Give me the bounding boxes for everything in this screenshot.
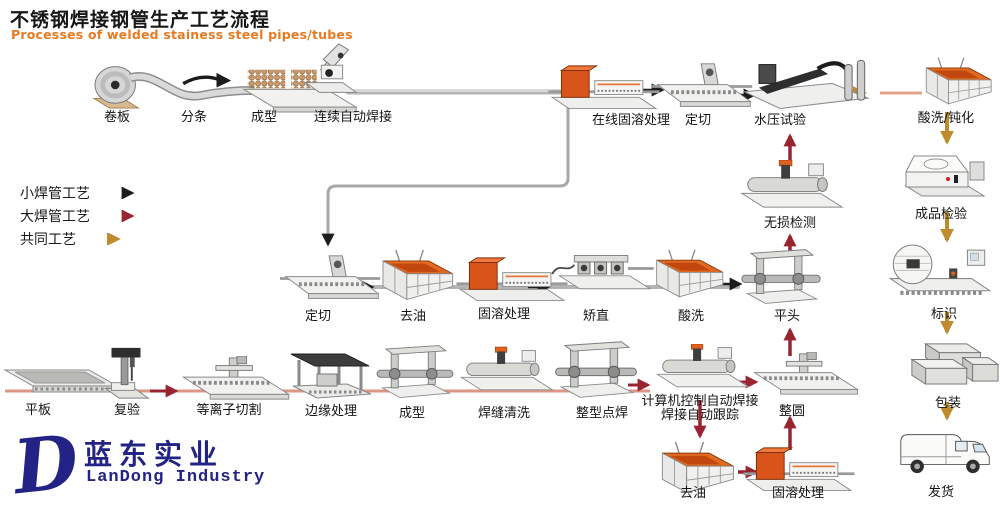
legend-large-pipe-label: 大焊管工艺 [20, 208, 90, 225]
black-arrow-icon [95, 186, 135, 199]
node-label-computer-welding: 计算机控制自动焊接 焊接自动跟踪 [641, 395, 758, 423]
node-label-straightening: 矫直 [582, 309, 610, 324]
node-label-marking: 标识 [930, 307, 958, 322]
node-label-solution-mid: 固溶处理 [477, 307, 531, 322]
edge-mill-icon [282, 350, 376, 402]
flat-head-press-icon [736, 246, 826, 308]
computer-welding-icon [650, 344, 754, 394]
page-subtitle: Processes of welded stainess steel pipes… [11, 27, 353, 42]
node-label-online-solution: 在线固溶处理 [591, 113, 671, 128]
node-label-reinspection: 复验 [113, 403, 141, 418]
node-label-plasma-cutting: 等离子切割 [196, 403, 262, 418]
node-label-flat-plate: 平板 [24, 403, 52, 418]
node-label-degreasing-bottom: 去油 [679, 486, 707, 501]
node-label-solution-bottom: 固溶处理 [771, 486, 825, 501]
node-label-flat-head: 平头 [773, 309, 801, 324]
welder-icon [300, 40, 362, 104]
pickling-mid-tank-icon [646, 248, 730, 302]
legend-small-pipe-label: 小焊管工艺 [20, 185, 90, 202]
legend-common: 共同工艺 [20, 227, 144, 250]
node-label-continuous-welding: 连续自动焊接 [313, 110, 393, 125]
gold-arrow-icon [86, 232, 121, 245]
node-label-edge-treatment: 边缘处理 [304, 404, 358, 419]
marking-machine-icon [886, 242, 992, 307]
node-label-forming-bottom: 成型 [398, 406, 426, 421]
node-label-slitting: 分条 [180, 110, 208, 125]
node-label-finished-inspection: 成品检验 [914, 207, 968, 222]
inspection-machine-icon [898, 148, 990, 208]
node-label-spot-welding: 整型点焊 [575, 406, 629, 421]
logo-monogram: D [10, 424, 82, 508]
online-solution-furnace-icon [548, 64, 660, 114]
node-label-packaging: 包装 [934, 396, 962, 411]
node-label-cutting-mid: 定切 [304, 309, 332, 324]
red-arrow-icon [95, 209, 135, 222]
edge-online-solution-to-cutting-mid [321, 106, 570, 247]
truck-icon [896, 420, 996, 480]
logo-monogram-icon: D [10, 424, 82, 508]
node-label-cutting-top: 定切 [684, 113, 712, 128]
degreasing-mid-tank-icon [372, 248, 460, 305]
forming-press-icon [374, 342, 456, 402]
node-label-coil: 卷板 [103, 110, 131, 125]
node-label-ndt: 无损检测 [763, 216, 817, 231]
pickling-passivation-tank-icon [916, 56, 998, 109]
node-label-shipping: 发货 [927, 485, 955, 500]
node-label-computer-welding-line1: 计算机控制自动焊接 [641, 394, 759, 409]
legend-large-pipe: 大焊管工艺 [20, 204, 144, 227]
boxes-icon [906, 330, 1000, 393]
page-title: 不锈钢焊接钢管生产工艺流程 [10, 9, 271, 31]
logo-name-en: LanDong Industry [86, 468, 266, 487]
ndt-machine-icon [730, 160, 852, 215]
straightener-icon [550, 250, 654, 298]
node-label-degreasing-mid: 去油 [399, 309, 427, 324]
plasma-cutting-icon [176, 356, 296, 402]
legend-small-pipe: 小焊管工艺 [20, 181, 144, 204]
node-label-hydro-test: 水压试验 [753, 113, 807, 128]
node-label-weld-cleaning: 焊缝清洗 [477, 406, 531, 421]
drill-press-icon [96, 344, 156, 402]
node-label-forming-top: 成型 [250, 110, 278, 125]
node-label-pickling-passivation: 酸洗/钝化 [917, 111, 975, 126]
legend: 小焊管工艺 大焊管工艺 共同工艺 [20, 181, 144, 250]
legend-common-label: 共同工艺 [20, 231, 76, 248]
node-label-computer-welding-line2: 焊接自动跟踪 [660, 408, 740, 423]
weld-cleaning-icon [456, 346, 556, 398]
hydro-test-icon [736, 52, 872, 119]
cutting-bed-mid-icon [280, 252, 384, 305]
node-label-pickling-mid: 酸洗 [677, 309, 705, 324]
rounding-machine-icon [750, 352, 862, 397]
logo-name-cn: 蓝东实业 [84, 438, 225, 471]
node-label-rounding: 整圆 [778, 404, 806, 419]
spot-welding-press-icon [548, 338, 644, 402]
